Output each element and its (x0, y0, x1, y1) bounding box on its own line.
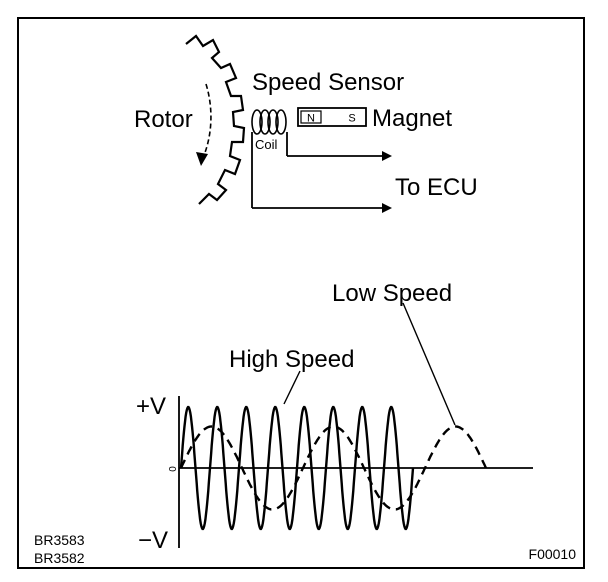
code-2: BR3582 (34, 550, 85, 566)
code-1: BR3583 (34, 532, 85, 548)
magnet-s-label: S (348, 113, 355, 125)
rotor-label: Rotor (134, 106, 193, 133)
minus-v-label: −V (138, 527, 168, 554)
high-speed-label: High Speed (229, 346, 354, 373)
arrowhead-2 (382, 203, 392, 213)
to-ecu-label: To ECU (395, 174, 478, 201)
speed-sensor-label: Speed Sensor (252, 69, 404, 96)
low-speed-label: Low Speed (332, 280, 452, 307)
rotation-arrow (201, 83, 212, 161)
rotor-teeth (185, 34, 246, 205)
rotation-arrowhead (196, 152, 208, 166)
high-speed-leader (283, 370, 301, 405)
plus-v-label: +V (136, 393, 166, 420)
low-speed-leader (402, 302, 456, 426)
zero-label: 0 (168, 466, 179, 472)
magnet-label: Magnet (372, 105, 452, 132)
magnet-pole-n (300, 110, 322, 124)
series-low-speed (179, 425, 488, 511)
coil-label: Coil (255, 137, 278, 152)
series-high-speed (179, 405, 415, 531)
figure-id: F00010 (529, 546, 577, 562)
coil (251, 109, 287, 135)
arrowhead-1 (382, 151, 392, 161)
magnet-n-label: N (307, 113, 315, 125)
border (17, 17, 585, 569)
